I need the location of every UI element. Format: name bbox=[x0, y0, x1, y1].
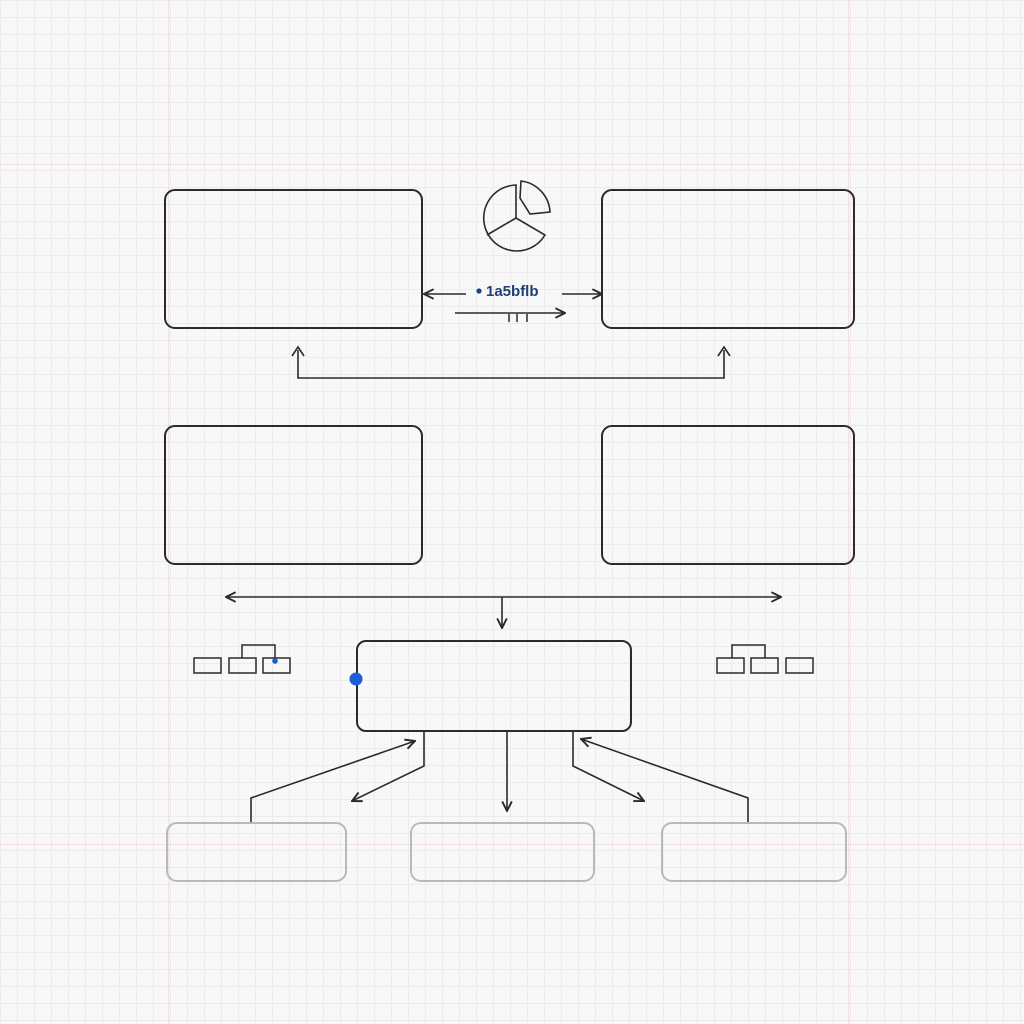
box-middle-right[interactable] bbox=[601, 425, 855, 565]
connector-center-to-right bbox=[572, 731, 644, 801]
bracket-connector bbox=[297, 350, 725, 379]
box-center[interactable] bbox=[356, 640, 632, 732]
center-label: 1a5bflb bbox=[486, 283, 539, 300]
hierarchy-icon-right bbox=[716, 644, 814, 674]
bracket-arrow-left bbox=[291, 345, 305, 357]
connection-handle[interactable] bbox=[349, 672, 363, 686]
box-bottom-right[interactable] bbox=[661, 822, 847, 882]
label-bullet bbox=[476, 288, 482, 294]
connector-bottom-left-up bbox=[250, 741, 415, 823]
box-middle-left[interactable] bbox=[164, 425, 423, 565]
tick-marks bbox=[508, 314, 528, 322]
box-bottom-center[interactable] bbox=[410, 822, 595, 882]
bracket-arrow-right bbox=[717, 345, 731, 357]
box-top-right[interactable] bbox=[601, 189, 855, 329]
box-bottom-left[interactable] bbox=[166, 822, 347, 882]
pie-chart-icon bbox=[482, 180, 551, 252]
connector-bottom-right-up bbox=[581, 739, 749, 823]
box-top-left[interactable] bbox=[164, 189, 423, 329]
hierarchy-icon-left bbox=[193, 644, 291, 674]
connector-center-to-left bbox=[352, 731, 425, 801]
